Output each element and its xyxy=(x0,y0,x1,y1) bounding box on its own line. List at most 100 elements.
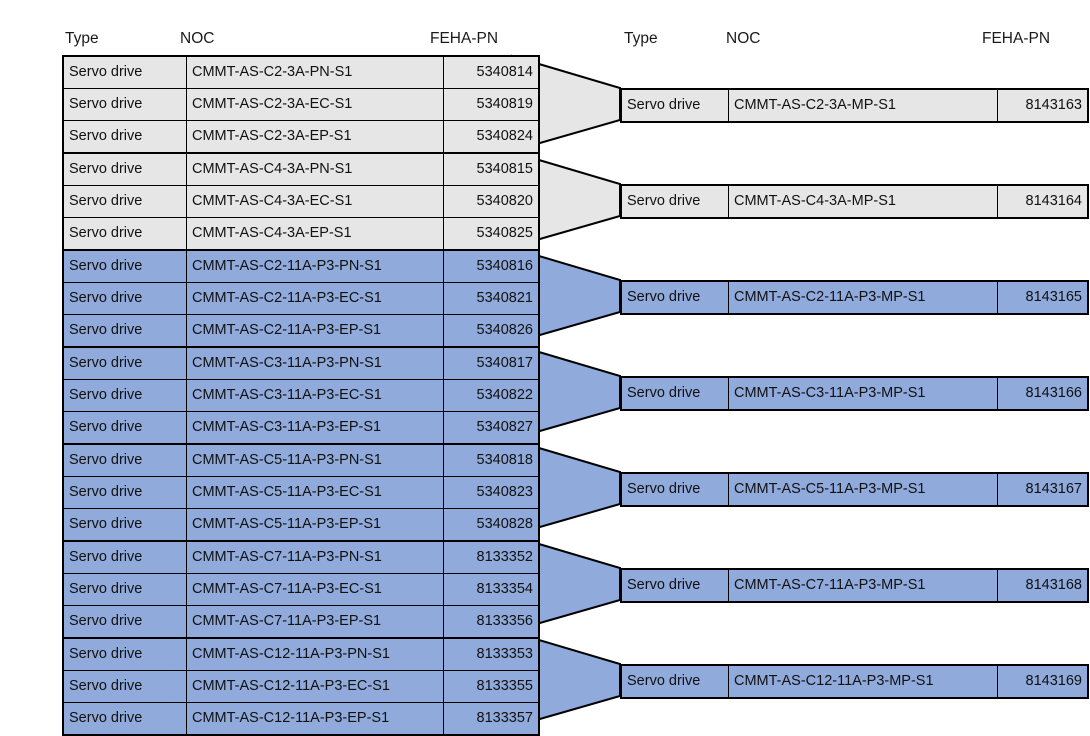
cell-noc: CMMT-AS-C7-11A-P3-PN-S1 xyxy=(186,540,444,574)
cell-type: Servo drive xyxy=(620,376,729,411)
cell-noc: CMMT-AS-C2-11A-P3-MP-S1 xyxy=(728,280,998,315)
cell-noc: CMMT-AS-C2-3A-EC-S1 xyxy=(186,88,444,121)
cell-type: Servo drive xyxy=(620,88,729,123)
cell-feha-pn: 5340818 xyxy=(443,443,540,477)
cell-noc: CMMT-AS-C2-11A-P3-EC-S1 xyxy=(186,282,444,315)
left-header-type: Type xyxy=(65,30,99,47)
cell-type: Servo drive xyxy=(62,411,187,445)
cell-type: Servo drive xyxy=(62,508,187,542)
cell-type: Servo drive xyxy=(62,249,187,283)
cell-noc: CMMT-AS-C2-3A-EP-S1 xyxy=(186,120,444,154)
cell-type: Servo drive xyxy=(620,280,729,315)
cell-feha-pn: 8143169 xyxy=(997,664,1089,699)
cell-feha-pn: 5340825 xyxy=(443,217,540,251)
cell-type: Servo drive xyxy=(62,346,187,380)
cell-noc: CMMT-AS-C5-11A-P3-EC-S1 xyxy=(186,476,444,509)
cell-feha-pn: 5340827 xyxy=(443,411,540,445)
cell-feha-pn: 8133352 xyxy=(443,540,540,574)
cell-feha-pn: 8143167 xyxy=(997,472,1089,507)
cell-noc: CMMT-AS-C7-11A-P3-EP-S1 xyxy=(186,605,444,639)
cell-type: Servo drive xyxy=(62,217,187,251)
right-header-type: Type xyxy=(624,30,658,47)
cell-noc: CMMT-AS-C5-11A-P3-PN-S1 xyxy=(186,443,444,477)
cell-feha-pn: 5340817 xyxy=(443,346,540,380)
cell-feha-pn: 5340814 xyxy=(443,55,540,89)
cell-feha-pn: 8143163 xyxy=(997,88,1089,123)
cell-noc: CMMT-AS-C2-11A-P3-PN-S1 xyxy=(186,249,444,283)
right-header-pn: FEHA-PN xyxy=(982,30,1051,47)
cell-noc: CMMT-AS-C5-11A-P3-EP-S1 xyxy=(186,508,444,542)
cell-feha-pn: 5340815 xyxy=(443,152,540,186)
cell-type: Servo drive xyxy=(62,55,187,89)
cell-noc: CMMT-AS-C4-3A-PN-S1 xyxy=(186,152,444,186)
cell-type: Servo drive xyxy=(620,664,729,699)
cell-type: Servo drive xyxy=(62,476,187,509)
cell-noc: CMMT-AS-C3-11A-P3-EP-S1 xyxy=(186,411,444,445)
cell-noc: CMMT-AS-C2-3A-MP-S1 xyxy=(728,88,998,123)
cell-type: Servo drive xyxy=(62,670,187,703)
cell-feha-pn: 8143166 xyxy=(997,376,1089,411)
cell-type: Servo drive xyxy=(62,605,187,639)
cell-type: Servo drive xyxy=(62,637,187,671)
cell-noc: CMMT-AS-C3-11A-P3-PN-S1 xyxy=(186,346,444,380)
cell-noc: CMMT-AS-C4-3A-MP-S1 xyxy=(728,184,998,219)
cell-noc: CMMT-AS-C3-11A-P3-EC-S1 xyxy=(186,379,444,412)
cell-noc: CMMT-AS-C3-11A-P3-MP-S1 xyxy=(728,376,998,411)
cell-noc: CMMT-AS-C4-3A-EP-S1 xyxy=(186,217,444,251)
cell-feha-pn: 8133354 xyxy=(443,573,540,606)
cell-noc: CMMT-AS-C2-11A-P3-EP-S1 xyxy=(186,314,444,348)
cell-feha-pn: 8133357 xyxy=(443,702,540,736)
cell-type: Servo drive xyxy=(62,152,187,186)
left-header-noc: NOC xyxy=(180,30,215,47)
cell-type: Servo drive xyxy=(620,472,729,507)
cell-noc: CMMT-AS-C12-11A-P3-PN-S1 xyxy=(186,637,444,671)
cell-type: Servo drive xyxy=(62,120,187,154)
cell-noc: CMMT-AS-C12-11A-P3-EP-S1 xyxy=(186,702,444,736)
cell-type: Servo drive xyxy=(62,702,187,736)
cell-type: Servo drive xyxy=(62,443,187,477)
cell-type: Servo drive xyxy=(62,88,187,121)
cell-feha-pn: 5340820 xyxy=(443,185,540,218)
cell-feha-pn: 8143168 xyxy=(997,568,1089,603)
cell-type: Servo drive xyxy=(62,573,187,606)
cell-type: Servo drive xyxy=(62,540,187,574)
cell-feha-pn: 5340816 xyxy=(443,249,540,283)
cell-feha-pn: 8143165 xyxy=(997,280,1089,315)
